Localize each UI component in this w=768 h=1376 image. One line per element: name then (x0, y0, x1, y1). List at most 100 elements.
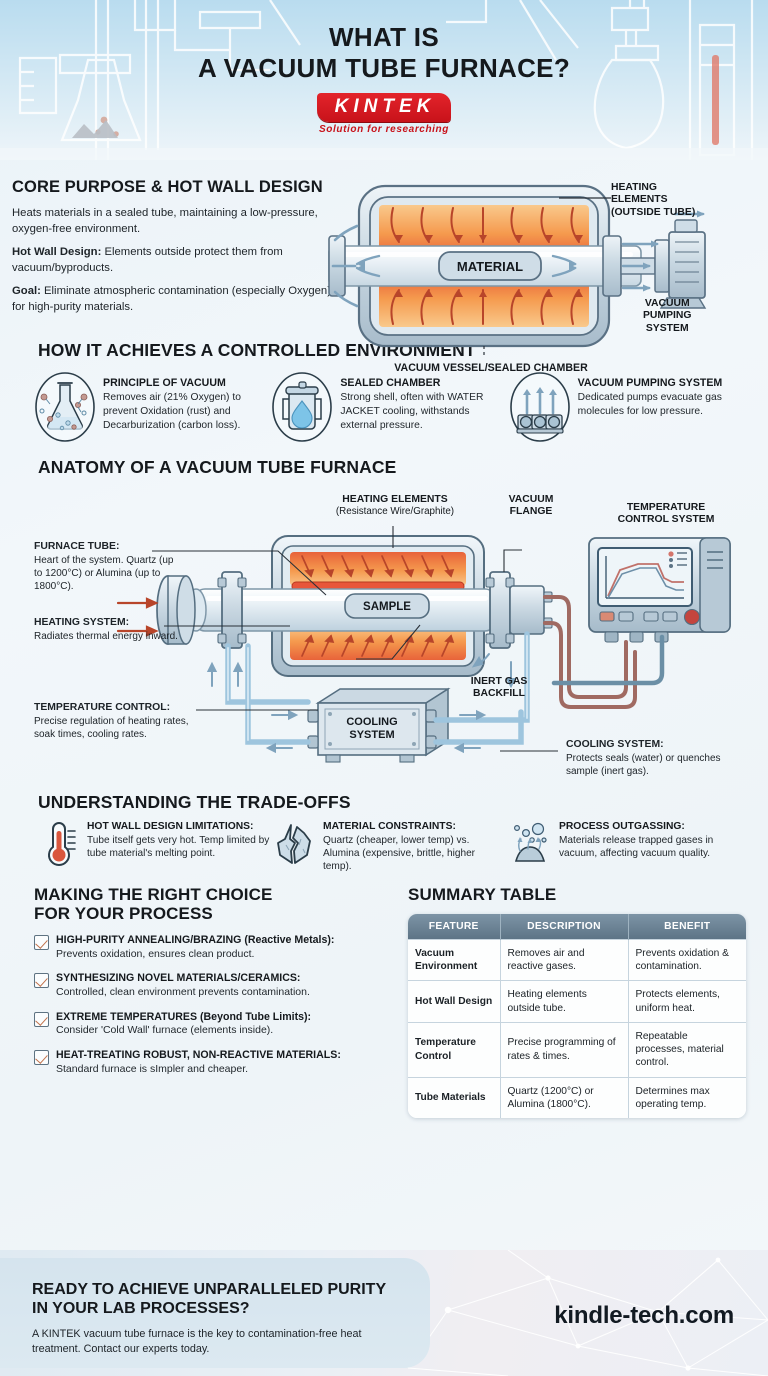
tradeoff-process-outgassing: PROCESS OUTGASSING: Materials release tr… (508, 821, 742, 873)
checkbox-checked-icon[interactable] (34, 934, 49, 950)
site-url[interactable]: kindle-tech.com (554, 1302, 734, 1329)
section-right-choice: MAKING THE RIGHT CHOICE FOR YOUR PROCESS… (0, 873, 768, 1119)
water-jacket-chamber-icon (271, 371, 333, 443)
kintek-logo: KINTEK Solution for researching (316, 93, 452, 136)
anatomy-diagram-icon: SAMPLE COOLING SYSTEM (116, 526, 731, 763)
footer-cta: READY TO ACHIEVE UNPARALLELED PURITY IN … (0, 1250, 768, 1376)
label-furnace-tube: FURNACE TUBE: Heart of the system. Quart… (34, 541, 174, 592)
table-cell-description: Heating elements outside tube. (500, 980, 629, 1023)
section4-heading: UNDERSTANDING THE TRADE-OFFS (38, 792, 351, 813)
vacuum-vessel-callout: VACUUM VESSEL/SEALED CHAMBER (394, 362, 588, 374)
svg-text:SYSTEM: SYSTEM (349, 729, 394, 741)
label-temperature-control: TEMPERATURE CONTROL: Precise regulation … (34, 702, 189, 740)
tradeoff-text: Materials release trapped gases in vacuu… (559, 834, 714, 859)
table-cell-feature: Vacuum Environment (408, 938, 501, 981)
section2-heading: HOW IT ACHIEVES A CONTROLLED ENVIRONMENT (38, 340, 476, 361)
tradeoff-title: MATERIAL CONSTRAINTS: (323, 821, 456, 833)
label-heating-elements: HEATING ELEMENTS (Resistance Wire/Graphi… (335, 494, 455, 518)
kintek-logo-tagline: Solution for researching (319, 124, 449, 136)
table-header-feature: FEATURE (408, 913, 501, 940)
table-row: Temperature Control Precise programming … (408, 1021, 746, 1078)
table-cell-feature: Temperature Control (408, 1021, 501, 1078)
cta-heading-line2: IN YOUR LAB PROCESSES? (32, 1300, 250, 1318)
card-principle-of-vacuum: PRINCIPLE OF VACUUM Removes air (21% Oxy… (34, 371, 267, 443)
card-sealed-chamber: SEALED CHAMBER Strong shell, often with … (271, 371, 504, 443)
table-cell-benefit: Repeatable processes, material control. (628, 1021, 746, 1078)
flask-molecules-icon (34, 371, 96, 443)
checklist-text: Controlled, clean environment prevents c… (56, 986, 310, 998)
table-header-row: FEATURE DESCRIPTION BENEFIT (408, 913, 746, 940)
checklist-title: EXTREME TEMPERATURES (Beyond Tube Limits… (56, 1010, 312, 1023)
table-cell-benefit: Prevents oxidation & contamination. (628, 938, 746, 981)
checkbox-checked-icon[interactable] (34, 1049, 49, 1065)
card-title: PRINCIPLE OF VACUUM (103, 377, 226, 390)
header-lab-background-icon (0, 0, 768, 160)
choice-heading-line2: FOR YOUR PROCESS (34, 904, 213, 924)
cta-heading-line1: READY TO ACHIEVE UNPARALLELED PURITY (32, 1281, 387, 1298)
cta-panel: READY TO ACHIEVE UNPARALLELED PURITY IN … (0, 1258, 430, 1368)
thermometer-icon (36, 821, 80, 867)
checklist-text: Prevents oxidation, ensures clean produc… (56, 947, 255, 960)
kintek-logo-text: KINTEK (316, 93, 452, 123)
card-title: SEALED CHAMBER (340, 377, 441, 390)
card-vacuum-pumping-system: VACUUM PUMPING SYSTEM Dedicated pumps ev… (509, 371, 742, 443)
label-cooling-system: COOLING SYSTEM: Protects seals (water) o… (566, 739, 721, 777)
label-heating-system: HEATING SYSTEM: Radiates thermal energy … (34, 617, 178, 642)
summary-table: FEATURE DESCRIPTION BENEFIT Vacuum Envir… (408, 913, 746, 1119)
checkbox-checked-icon[interactable] (34, 1011, 49, 1027)
table-cell-description: Quartz (1200°C) or Alumina (1800°C). (500, 1076, 629, 1119)
outgassing-bubbles-icon (508, 821, 552, 865)
checklist-item[interactable]: HIGH-PURITY ANNEALING/BRAZING (Reactive … (34, 934, 394, 961)
table-cell-benefit: Determines max operating temp. (628, 1076, 746, 1119)
section-anatomy: ANATOMY OF A VACUUM TUBE FURNACE (0, 443, 768, 478)
hot-wall-furnace-diagram: MATERIAL (328, 178, 768, 374)
choice-heading-line1: MAKING THE RIGHT CHOICE (34, 884, 273, 904)
checkbox-checked-icon[interactable] (34, 973, 49, 989)
tradeoff-text: Tube itself gets very hot. Temp limited … (87, 834, 270, 859)
summary-column: SUMMARY TABLE FEATURE DESCRIPTION BENEFI… (408, 885, 746, 1119)
tradeoff-title: PROCESS OUTGASSING: (559, 821, 685, 833)
table-header-benefit: BENEFIT (628, 913, 746, 940)
section3-heading: ANATOMY OF A VACUUM TUBE FURNACE (38, 457, 397, 478)
tradeoff-material-constraints: MATERIAL CONSTRAINTS: Quartz (cheaper, l… (272, 821, 506, 873)
checklist-item[interactable]: SYNTHESIZING NOVEL MATERIALS/CERAMICS: C… (34, 972, 394, 999)
title-line-2: A VACUUM TUBE FURNACE? (197, 52, 571, 83)
tradeoff-title: HOT WALL DESIGN LIMITATIONS: (87, 821, 254, 833)
checklist-title: HEAT-TREATING ROBUST, NON-REACTIVE MATER… (56, 1048, 341, 1061)
card-title: VACUUM PUMPING SYSTEM (577, 377, 723, 390)
table-cell-feature: Tube Materials (408, 1076, 501, 1119)
page-title: WHAT IS A VACUUM TUBE FURNACE? (0, 22, 768, 83)
card-text: Dedicated pumps evacuate gas molecules f… (577, 392, 722, 418)
checklist-item[interactable]: HEAT-TREATING ROBUST, NON-REACTIVE MATER… (34, 1049, 394, 1076)
cracked-material-icon (272, 821, 316, 865)
checklist-title: SYNTHESIZING NOVEL MATERIALS/CERAMICS: (56, 972, 301, 985)
table-row: Hot Wall Design Heating elements outside… (408, 980, 746, 1023)
table-cell-benefit: Protects elements, uniform heat. (628, 980, 746, 1023)
checklist-text: Consider 'Cold Wall' furnace (elements i… (56, 1024, 274, 1037)
table-cell-feature: Hot Wall Design (408, 980, 501, 1023)
tradeoff-text: Quartz (cheaper, lower temp) vs. Alumina… (323, 834, 476, 872)
table-cell-description: Removes air and reactive gases. (500, 938, 629, 981)
header-banner: WHAT IS A VACUUM TUBE FURNACE? KINTEK So… (0, 0, 768, 160)
sample-label: SAMPLE (363, 601, 411, 613)
anatomy-diagram: SAMPLE COOLING SYSTEM (0, 486, 768, 786)
checklist-item[interactable]: EXTREME TEMPERATURES (Beyond Tube Limits… (34, 1011, 394, 1038)
section1-para2: Hot Wall Design: Elements outside protec… (12, 246, 283, 275)
section1-para3-label: Goal: (12, 285, 41, 298)
section1-para2-label: Hot Wall Design: (12, 246, 102, 259)
vacuum-pumps-icon (509, 371, 571, 443)
table-header-description: DESCRIPTION (500, 913, 629, 940)
hot-wall-diagram-icon: MATERIAL (328, 184, 707, 358)
cta-text: A KINTEK vacuum tube furnace is the key … (32, 1328, 362, 1356)
section1-para1: Heats materials in a sealed tube, mainta… (12, 207, 318, 236)
svg-text:COOLING: COOLING (346, 716, 397, 728)
card-text: Removes air (21% Oxygen) to prevent Oxid… (103, 392, 241, 431)
checklist-title: HIGH-PURITY ANNEALING/BRAZING (Reactive … (56, 933, 335, 946)
choice-heading: MAKING THE RIGHT CHOICE FOR YOUR PROCESS (34, 885, 394, 924)
